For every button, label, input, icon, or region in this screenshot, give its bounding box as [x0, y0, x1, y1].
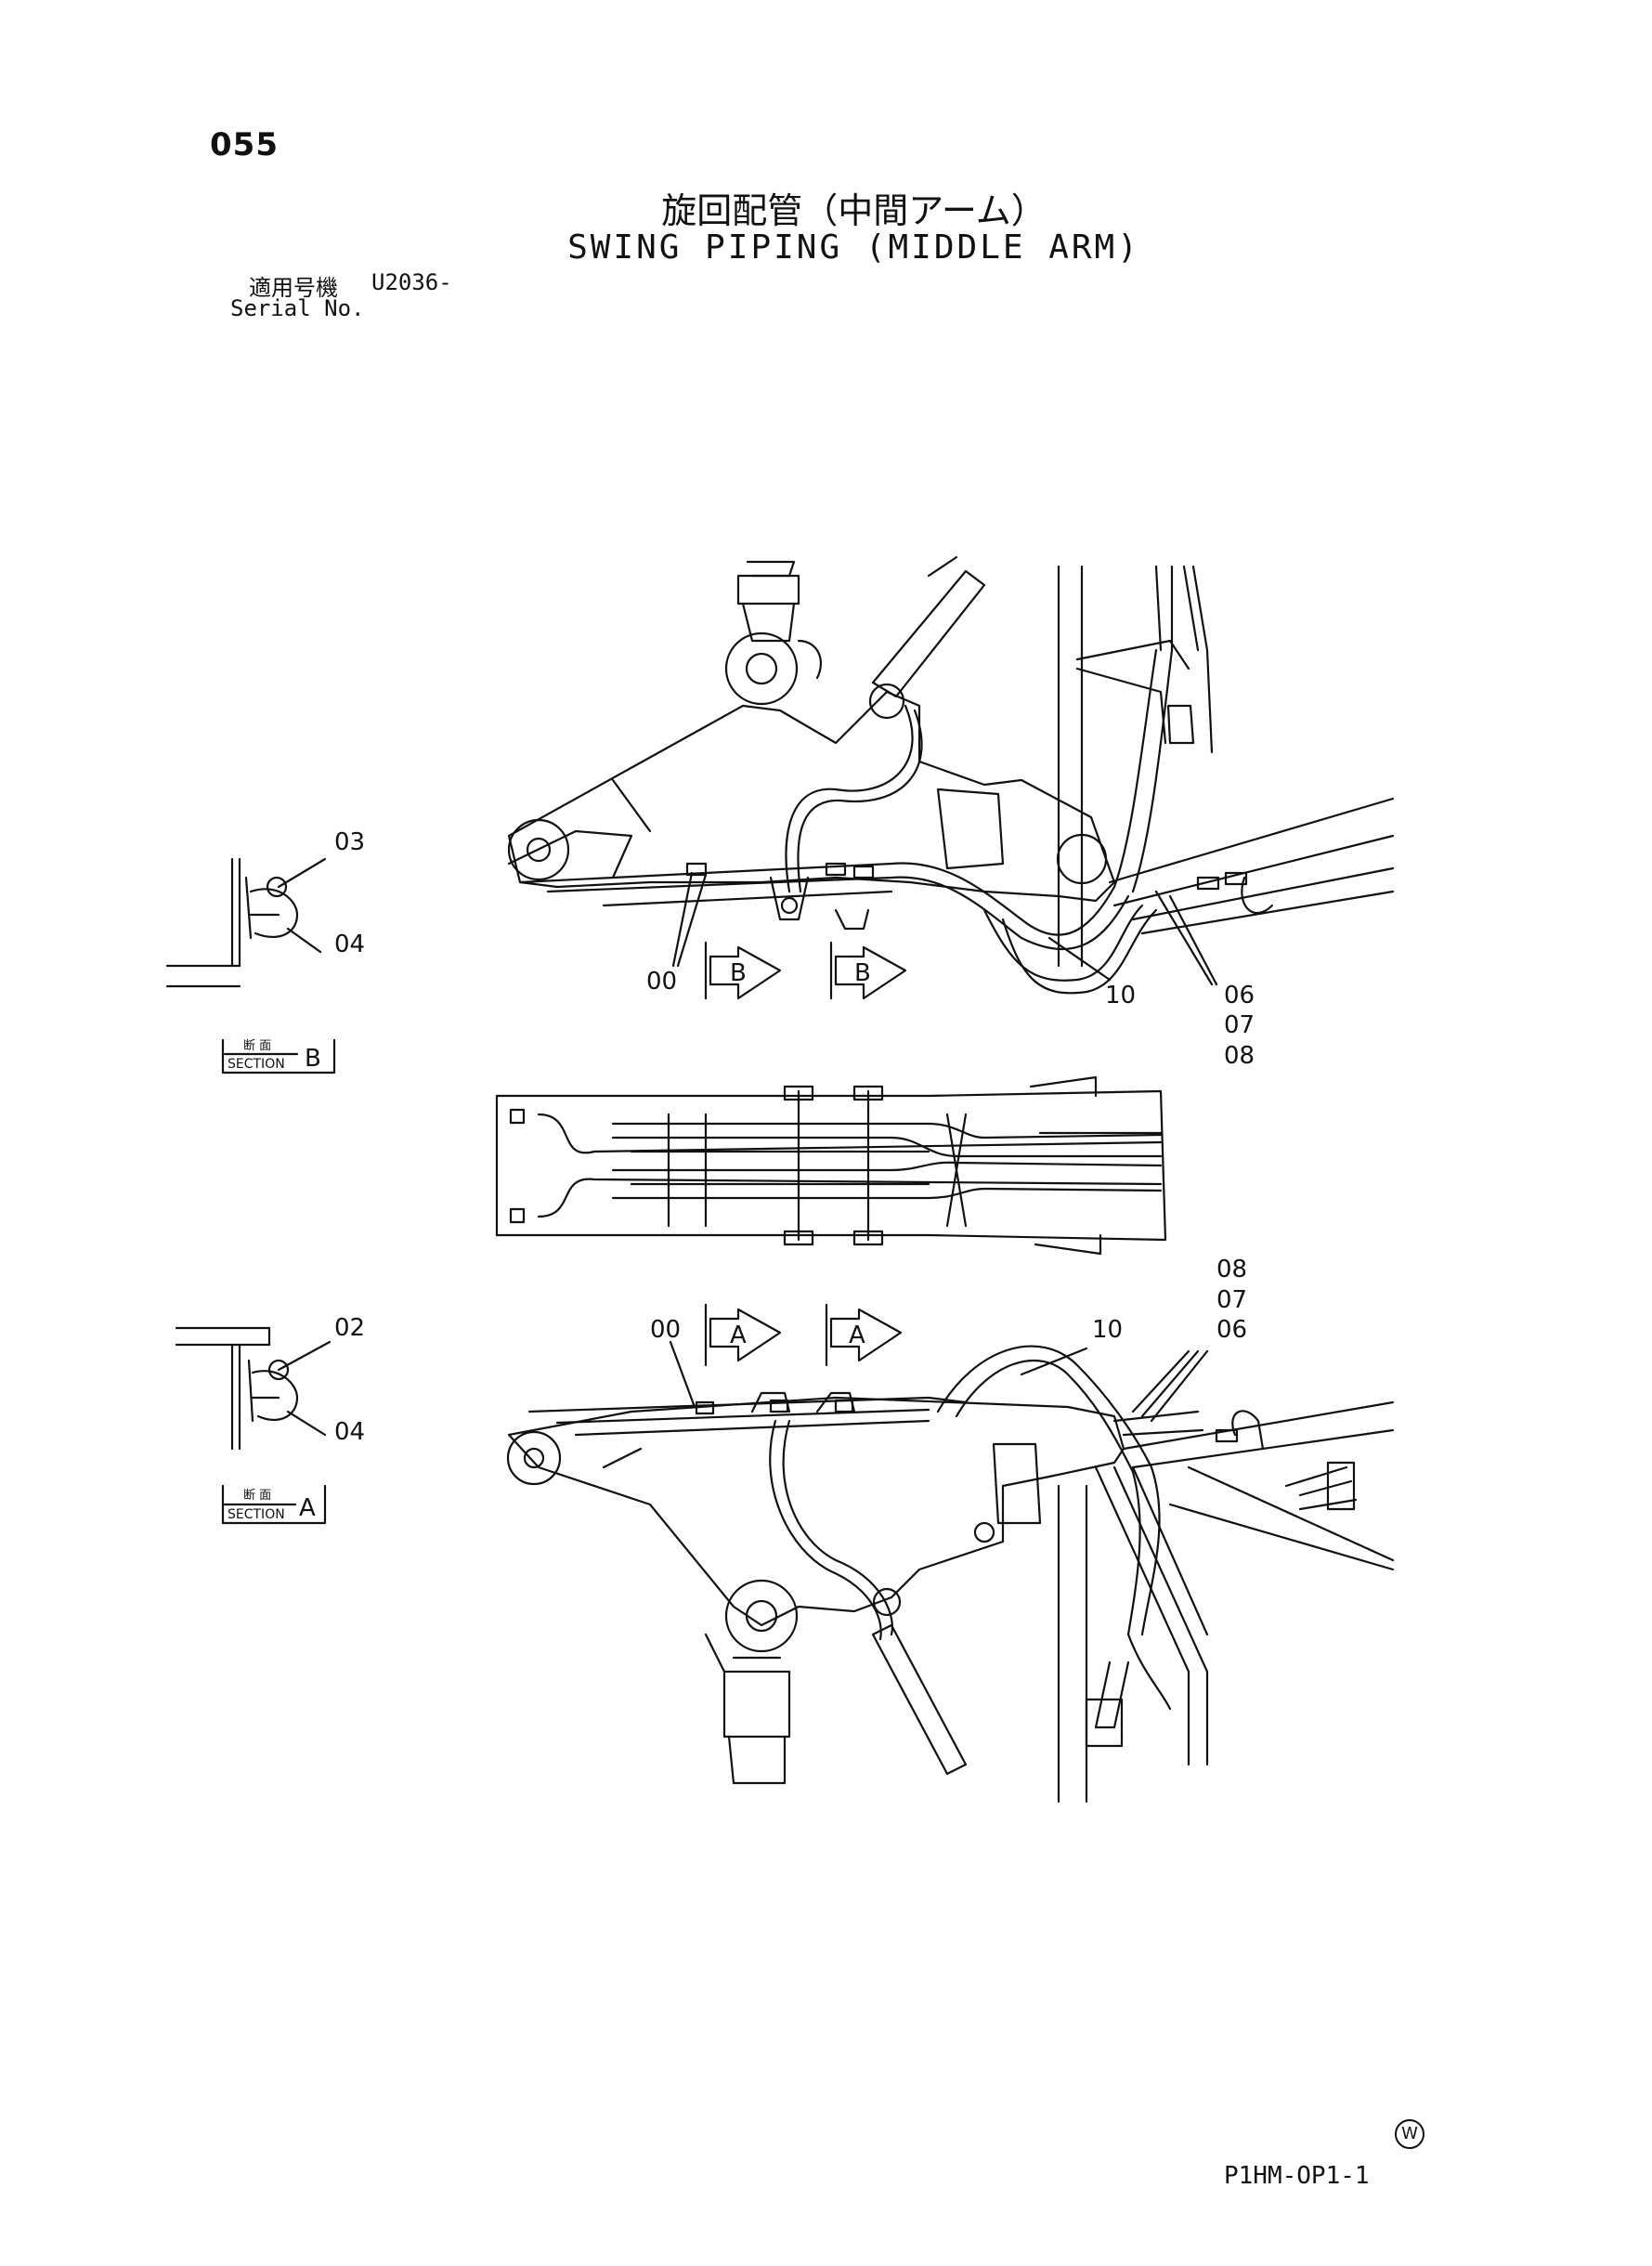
title-english: SWING PIPING (MIDDLE ARM) — [567, 228, 1140, 267]
callout-07-top: 07 — [1224, 1011, 1255, 1039]
section-mark-a-1: A — [730, 1322, 747, 1349]
title-japanese: 旋回配管（中間アーム） — [661, 190, 1047, 231]
section-mark-b-2: B — [854, 959, 871, 987]
callout-04-a: 04 — [334, 1418, 365, 1446]
section-box-a-jp: 断 面 — [243, 1489, 271, 1503]
section-arrows — [704, 941, 907, 1367]
serial-label-english: Serial No. — [230, 295, 365, 321]
bottom-arm-view — [506, 1340, 1395, 1804]
callout-03: 03 — [334, 828, 365, 856]
section-mark-b-1: B — [730, 959, 747, 987]
serial-label-japanese: 適用号機 — [249, 275, 338, 301]
callout-08-top: 08 — [1224, 1042, 1255, 1070]
callout-00-top: 00 — [646, 968, 677, 996]
plan-view — [495, 1075, 1167, 1256]
callout-07-bottom: 07 — [1216, 1286, 1247, 1314]
section-mark-a-2: A — [849, 1322, 865, 1349]
callout-06-bottom: 06 — [1216, 1316, 1247, 1344]
callout-10-bottom: 10 — [1092, 1316, 1123, 1344]
section-box-b — [221, 1038, 336, 1074]
callout-02: 02 — [334, 1314, 365, 1342]
section-box-b-jp: 断 面 — [243, 1039, 271, 1053]
callout-00-bottom: 00 — [650, 1316, 681, 1344]
section-box-a — [221, 1484, 327, 1525]
callout-04-b: 04 — [334, 931, 365, 958]
section-box-b-en: SECTION — [228, 1057, 285, 1072]
section-box-a-en: SECTION — [228, 1507, 285, 1522]
section-b-detail — [165, 857, 327, 988]
top-arm-view — [507, 555, 1395, 995]
w-mark-icon: W — [1395, 2119, 1424, 2149]
section-box-a-letter: A — [299, 1494, 316, 1522]
callout-06-top: 06 — [1224, 982, 1255, 1009]
callout-10-top: 10 — [1105, 982, 1136, 1009]
page-number: 055 — [210, 126, 279, 163]
section-box-b-letter: B — [305, 1045, 321, 1073]
drawing-code: P1HM-OP1-1 — [1224, 2162, 1370, 2190]
serial-value: U2036- — [371, 269, 452, 295]
callout-08-bottom: 08 — [1216, 1256, 1247, 1283]
section-a-detail — [175, 1326, 332, 1451]
